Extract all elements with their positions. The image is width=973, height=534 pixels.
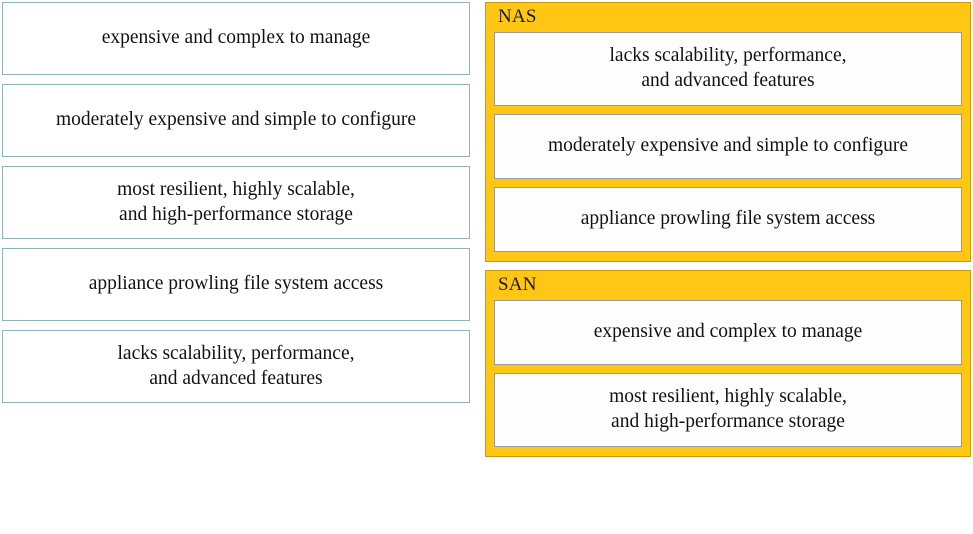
answer-tile[interactable]: moderately expensive and simple to confi… [2, 84, 470, 157]
group-title-san: SAN [498, 273, 537, 295]
group-tile[interactable]: lacks scalability, performance, and adva… [494, 31, 962, 106]
answer-tile[interactable]: lacks scalability, performance, and adva… [2, 330, 470, 403]
answer-tile-label: appliance prowling file system access [88, 273, 384, 295]
answer-tile[interactable]: expensive and complex to manage [2, 2, 470, 75]
answer-tile[interactable]: most resilient, highly scalable, and hig… [2, 166, 470, 239]
group-tile[interactable]: most resilient, highly scalable, and hig… [494, 372, 962, 447]
drop-zone-san[interactable]: SAN expensive and complex to manage most… [485, 269, 971, 457]
group-tile[interactable]: moderately expensive and simple to confi… [494, 113, 962, 179]
group-tile[interactable]: expensive and complex to manage [494, 299, 962, 365]
group-tile-label: most resilient, highly scalable, and hig… [609, 385, 847, 432]
group-tile-label: lacks scalability, performance, and adva… [609, 44, 847, 91]
drop-zone-nas[interactable]: NAS lacks scalability, performance, and … [485, 2, 971, 262]
group-title-nas: NAS [498, 6, 537, 27]
answer-tile-label: lacks scalability, performance, and adva… [117, 342, 355, 389]
answer-pool: expensive and complex to manage moderate… [2, 2, 470, 422]
group-tile-label: expensive and complex to manage [593, 320, 863, 342]
answer-tile-label: moderately expensive and simple to confi… [55, 109, 417, 131]
category-groups: NAS lacks scalability, performance, and … [485, 2, 971, 465]
group-tile-label: moderately expensive and simple to confi… [547, 134, 909, 156]
group-tile[interactable]: appliance prowling file system access [494, 186, 962, 252]
answer-tile[interactable]: appliance prowling file system access [2, 248, 470, 321]
group-tile-label: appliance prowling file system access [580, 207, 876, 229]
answer-tile-label: expensive and complex to manage [101, 27, 371, 49]
answer-tile-label: most resilient, highly scalable, and hig… [117, 178, 355, 225]
